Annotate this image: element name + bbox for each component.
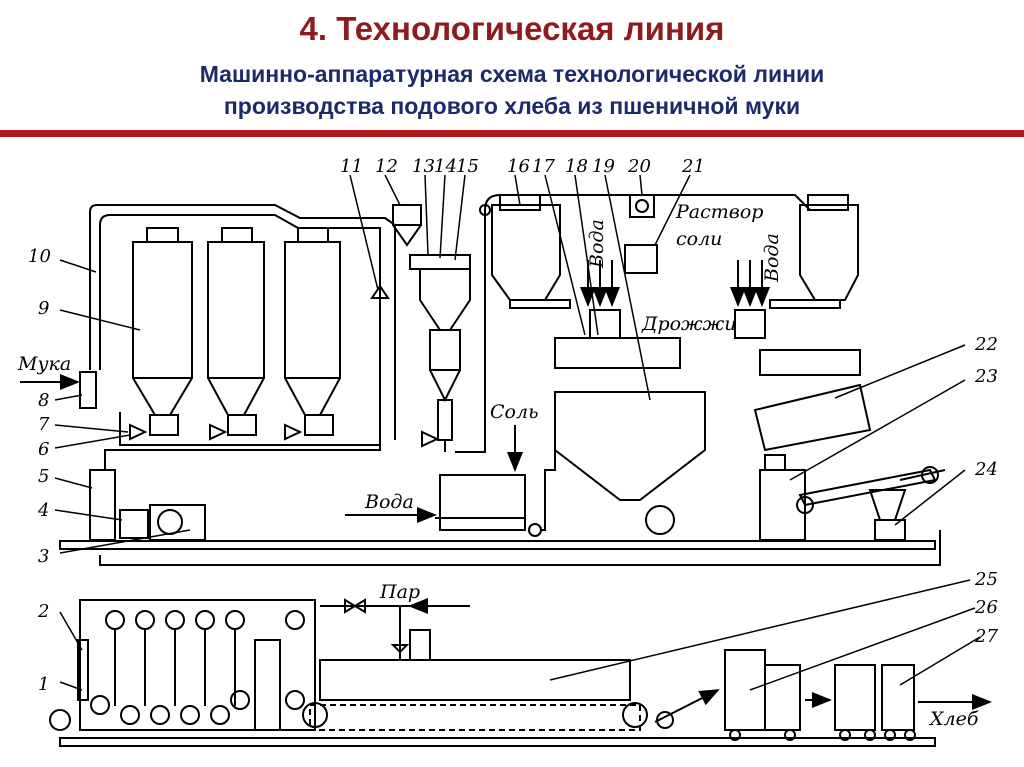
num-24: 24 — [974, 459, 998, 480]
page-subtitle-line-2: производства подового хлеба из пшеничной… — [223, 93, 801, 119]
page-title: 4. Технологическая линия — [299, 10, 725, 47]
num-3: 3 — [38, 546, 49, 567]
num-12: 12 — [375, 156, 398, 177]
num-20: 20 — [627, 156, 651, 177]
leader-lines — [54, 174, 981, 691]
salt-solution-tank — [345, 425, 542, 537]
dough-divider-line — [753, 383, 946, 541]
num-5: 5 — [38, 466, 49, 487]
label-water-vertical-1: Вода — [586, 219, 608, 269]
num-22: 22 — [974, 334, 998, 355]
upper-floor — [59, 540, 936, 550]
silos — [132, 227, 341, 436]
num-8: 8 — [38, 390, 49, 411]
label-bread: Хлеб — [928, 708, 979, 730]
label-salt: Соль — [490, 401, 538, 423]
header-divider — [0, 130, 1024, 137]
num-16: 16 — [507, 156, 530, 177]
steam-line — [320, 598, 470, 661]
label-steam: Пар — [379, 581, 420, 603]
proofer-cabinet — [49, 599, 316, 731]
flour-receiver — [79, 371, 97, 409]
oven — [302, 659, 720, 731]
label-flour: Мука — [17, 353, 71, 375]
num-13: 13 — [412, 156, 435, 177]
page-subtitle-line-1: Машинно-аппаратурная схема технологическ… — [199, 61, 825, 87]
cyclone-unit — [370, 204, 471, 452]
num-26: 26 — [974, 597, 998, 618]
rotary-feeders — [129, 423, 440, 448]
lower-floor — [59, 737, 936, 747]
return-pipe — [99, 392, 941, 566]
num-27: 27 — [974, 626, 998, 647]
num-14: 14 — [434, 156, 457, 177]
num-21: 21 — [681, 156, 705, 177]
dosing-hoppers — [491, 194, 859, 309]
label-salt-lowercase: соли — [676, 228, 722, 250]
label-solution: Раствор — [675, 201, 763, 223]
label-water-mixer: Вода — [364, 491, 414, 513]
num-4: 4 — [37, 500, 49, 521]
label-yeast: Дрожжи — [641, 313, 736, 335]
pneumatic-pipe — [89, 204, 396, 470]
num-19: 19 — [592, 156, 615, 177]
num-15: 15 — [456, 156, 479, 177]
dosing-stations — [554, 194, 861, 376]
num-23: 23 — [974, 366, 998, 387]
num-18: 18 — [565, 156, 588, 177]
label-water-vertical-2: Вода — [761, 233, 783, 283]
dough-hopper — [554, 391, 706, 535]
num-9: 9 — [38, 298, 49, 319]
num-6: 6 — [38, 439, 49, 460]
num-10: 10 — [28, 246, 51, 267]
num-11: 11 — [340, 156, 363, 177]
blower-unit — [89, 469, 206, 541]
num-2: 2 — [37, 601, 49, 622]
num-7: 7 — [38, 414, 50, 435]
num-1: 1 — [38, 674, 49, 695]
num-17: 17 — [532, 156, 555, 177]
num-25: 25 — [974, 569, 998, 590]
bread-carts — [724, 649, 992, 741]
